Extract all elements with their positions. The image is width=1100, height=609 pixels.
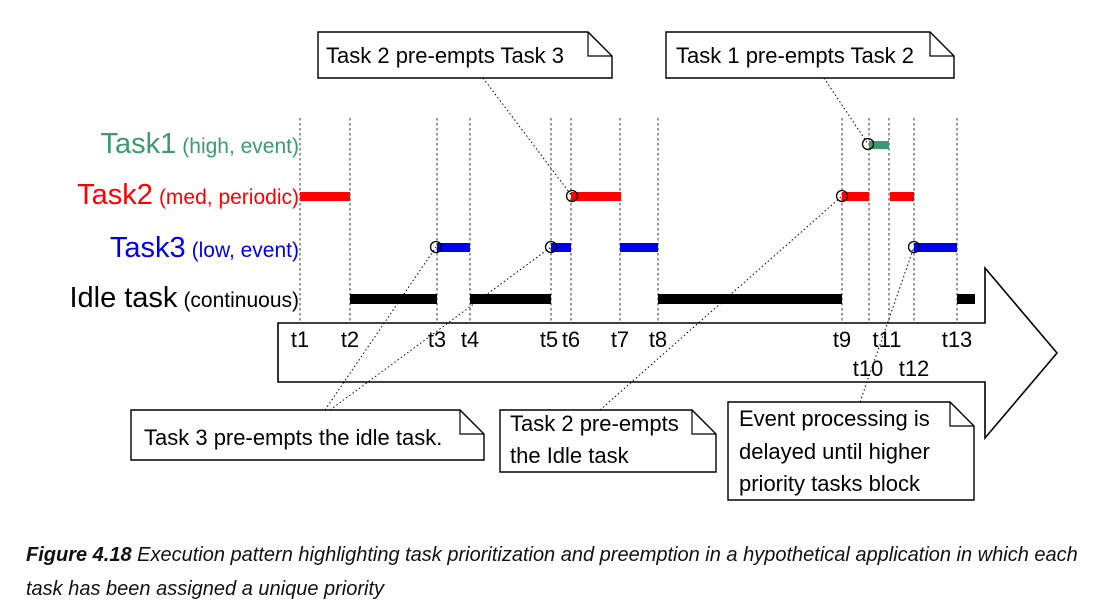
bar-idle <box>658 294 842 304</box>
callout-text: the Idle task <box>510 443 630 468</box>
row-label-task1: Task1(high, event) <box>101 128 300 160</box>
callout-text: Event processing is <box>739 406 930 431</box>
figure-label: Figure 4.18 <box>26 544 132 566</box>
row-label-idle-name: Idle task <box>69 282 177 314</box>
callout-event-delayed: Event processing is delayed until higher… <box>727 401 975 501</box>
row-label-task3-detail: (low, event) <box>192 239 299 262</box>
bar-task2 <box>842 192 869 201</box>
row-label-idle: Idle task (continuous) <box>69 282 299 314</box>
time-label-t13: t13 <box>942 327 973 352</box>
row-label-task2-detail: (med, periodic) <box>159 186 299 209</box>
bar-task3 <box>914 243 957 252</box>
preempt-marker <box>544 240 558 254</box>
bar-task3 <box>620 243 658 252</box>
callout-text: delayed until higher <box>739 439 930 464</box>
callout-task3-preempts-idle: Task 3 pre-empts the idle task. <box>130 409 485 461</box>
preempt-marker <box>907 240 921 254</box>
figure-caption: Figure 4.18 Execution pattern highlighti… <box>26 538 1086 606</box>
row-label-idle-detail: (continuous) <box>183 289 299 312</box>
time-label-t2: t2 <box>341 327 359 352</box>
preempt-marker <box>565 189 579 203</box>
row-label-task2: Task2 (med, periodic) <box>77 179 299 211</box>
callout-text: Task 2 pre-empts Task 3 <box>326 43 564 68</box>
bar-task1 <box>869 141 889 149</box>
bar-task2 <box>890 192 914 201</box>
row-label-task1-name: Task1 <box>101 128 177 160</box>
callout-text: Task 2 pre-empts <box>510 411 679 436</box>
callout-leaders <box>324 77 915 411</box>
time-labels: t1 t2 t3 t4 t5 t6 t7 t8 t9 t10 t11 t12 t… <box>291 327 972 381</box>
time-label-t7: t7 <box>611 327 629 352</box>
bar-idle <box>470 294 551 304</box>
time-label-t12: t12 <box>899 356 930 381</box>
row-label-task2-name: Task2 <box>77 179 153 211</box>
time-label-t5: t5 <box>540 327 558 352</box>
preempt-marker <box>861 137 875 151</box>
callout-task1-preempts-task2: Task 1 pre-empts Task 2 <box>665 31 955 79</box>
bar-idle <box>957 294 975 304</box>
callout-task2-preempts-idle: Task 2 pre-empts the Idle task <box>499 409 717 473</box>
preempt-marker <box>429 240 443 254</box>
time-label-t4: t4 <box>461 327 479 352</box>
callout-task2-preempts-task3: Task 2 pre-empts Task 3 <box>317 31 613 79</box>
time-label-t6: t6 <box>562 327 580 352</box>
time-label-t3: t3 <box>428 327 446 352</box>
bar-task3 <box>437 243 470 252</box>
callout-text: Task 3 pre-empts the idle task. <box>144 425 442 450</box>
time-label-t8: t8 <box>649 327 667 352</box>
time-label-t11: t11 <box>873 327 902 352</box>
row-label-task3: Task3 (low, event) <box>110 232 299 264</box>
bar-task3 <box>551 243 571 252</box>
bar-task2 <box>571 192 621 201</box>
preempt-marker <box>835 189 849 203</box>
callout-text: priority tasks block <box>739 471 921 496</box>
time-gridlines <box>299 118 958 323</box>
row-label-task3-name: Task3 <box>110 232 186 264</box>
preemption-markers <box>429 137 921 254</box>
execution-bars <box>300 141 975 304</box>
time-label-t10: t10 <box>853 356 884 381</box>
callout-text: Task 1 pre-empts Task 2 <box>676 43 914 68</box>
time-arrow <box>277 265 1059 441</box>
row-label-task1-detail: (high, event) <box>182 135 299 158</box>
bar-task2 <box>300 192 350 201</box>
time-label-t9: t9 <box>833 327 851 352</box>
time-label-t1: t1 <box>291 327 309 352</box>
bar-idle <box>350 294 437 304</box>
figure-caption-text: Execution pattern highlighting task prio… <box>26 544 1078 600</box>
